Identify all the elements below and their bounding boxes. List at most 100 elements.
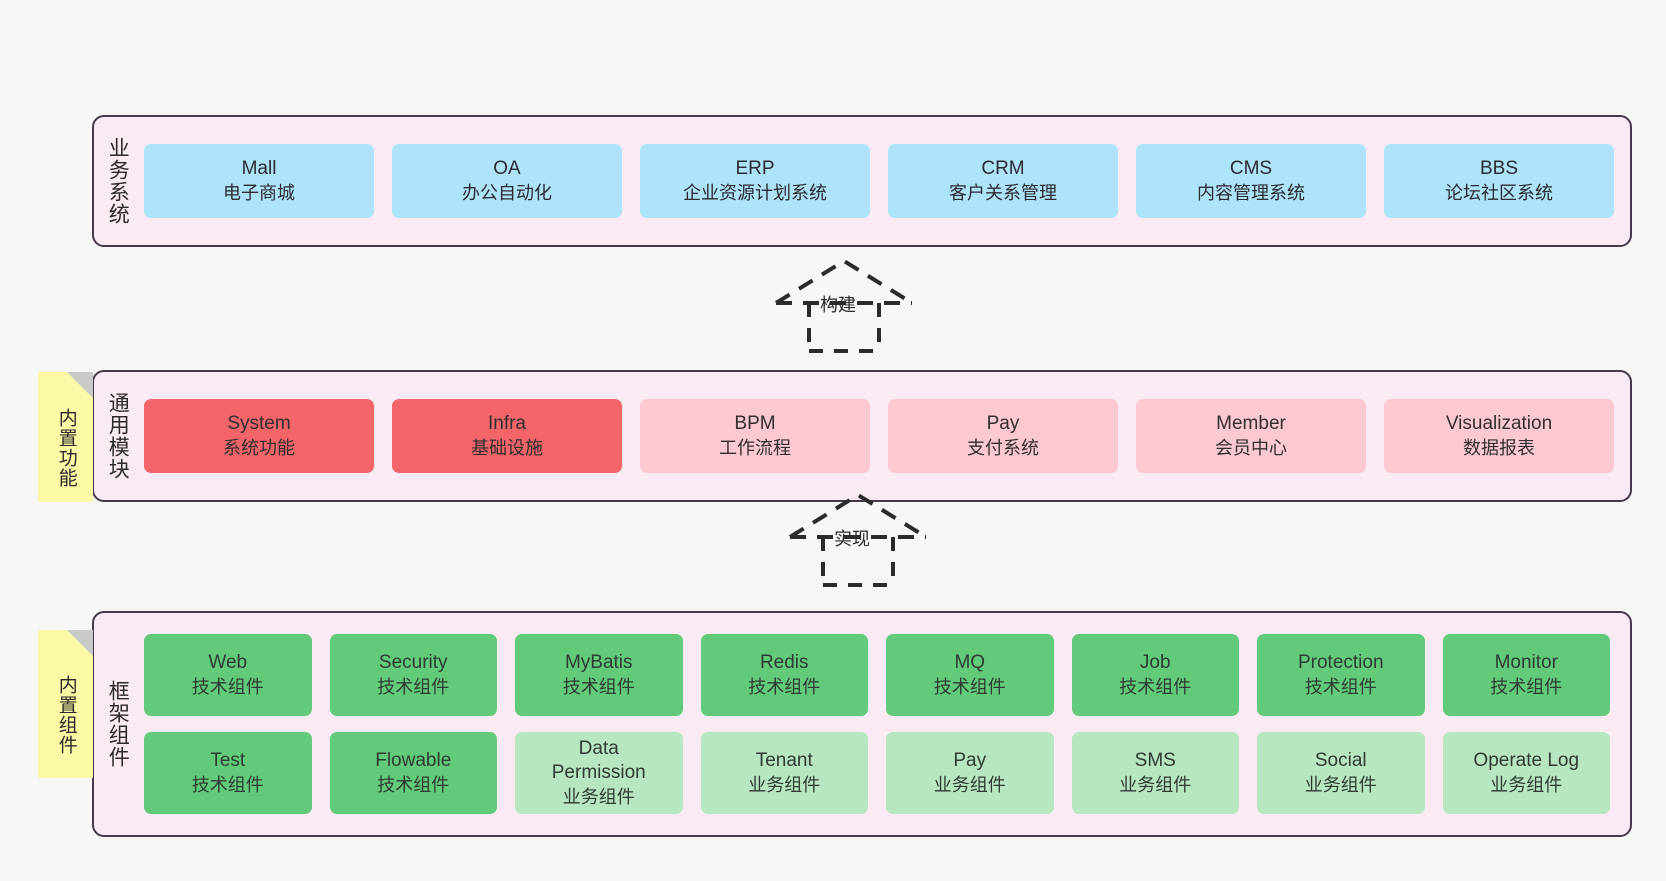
sticky-note-builtin-features: 内置功能: [38, 372, 93, 502]
module-name: System: [227, 413, 291, 435]
module-desc: 系统功能: [223, 437, 295, 458]
module-name: Pay: [986, 413, 1020, 435]
layer-title-common-modules: 通用模块: [106, 392, 130, 480]
module-box-erp[interactable]: ERP 企业资源计划系统: [640, 144, 870, 218]
module-name: OA: [493, 158, 521, 180]
layer-body-common-modules: System 系统功能 Infra 基础设施 BPM 工作流程 Pay 支付系统…: [140, 372, 1630, 500]
component-name: Flowable: [375, 750, 452, 772]
component-box-data-permission[interactable]: Data Permission 业务组件: [515, 732, 683, 814]
module-box-bpm[interactable]: BPM 工作流程: [640, 399, 870, 473]
component-name: Test: [210, 750, 246, 772]
module-name: Mall: [241, 158, 277, 180]
page-fold-icon: [67, 630, 93, 656]
component-name: Operate Log: [1473, 750, 1580, 772]
module-box-visualization[interactable]: Visualization 数据报表: [1384, 399, 1614, 473]
module-box-infra[interactable]: Infra 基础设施: [392, 399, 622, 473]
component-name: Job: [1139, 652, 1171, 674]
module-desc: 电子商城: [223, 182, 295, 203]
component-name: Protection: [1297, 652, 1384, 674]
component-name: Social: [1314, 750, 1367, 772]
component-desc: 技术组件: [377, 676, 450, 697]
row: Test 技术组件 Flowable 技术组件 Data Permission …: [144, 732, 1610, 814]
component-box-job[interactable]: Job 技术组件: [1071, 634, 1239, 716]
component-desc: 技术组件: [191, 676, 264, 697]
component-desc: 业务组件: [562, 786, 635, 807]
component-name: SMS: [1134, 750, 1176, 772]
component-box-protection[interactable]: Protection 技术组件: [1257, 634, 1425, 716]
module-box-mall[interactable]: Mall 电子商城: [144, 144, 374, 218]
module-box-oa[interactable]: OA 办公自动化: [392, 144, 622, 218]
component-name: Monitor: [1494, 652, 1558, 674]
component-box-mq[interactable]: MQ 技术组件: [886, 634, 1054, 716]
module-name: Member: [1216, 413, 1286, 435]
component-desc: 业务组件: [933, 774, 1006, 795]
module-name: BBS: [1479, 158, 1519, 180]
module-box-bbs[interactable]: BBS 论坛社区系统: [1384, 144, 1614, 218]
module-box-pay[interactable]: Pay 支付系统: [888, 399, 1118, 473]
component-box-security[interactable]: Security 技术组件: [329, 634, 497, 716]
module-name: BPM: [734, 413, 776, 435]
component-desc: 技术组件: [1490, 676, 1563, 697]
row: Mall 电子商城 OA 办公自动化 ERP 企业资源计划系统 CRM 客户关系…: [144, 144, 1614, 218]
module-desc: 会员中心: [1215, 437, 1287, 458]
module-box-crm[interactable]: CRM 客户关系管理: [888, 144, 1118, 218]
component-box-test[interactable]: Test 技术组件: [144, 732, 312, 814]
row: Web 技术组件 Security 技术组件 MyBatis 技术组件 Redi…: [144, 634, 1610, 716]
component-name: Redis: [759, 652, 809, 674]
component-name: MyBatis: [564, 652, 633, 674]
component-desc: 技术组件: [1304, 676, 1377, 697]
module-box-system[interactable]: System 系统功能: [144, 399, 374, 473]
module-name: CMS: [1229, 158, 1273, 180]
row: System 系统功能 Infra 基础设施 BPM 工作流程 Pay 支付系统…: [144, 399, 1614, 473]
page-fold-icon: [67, 372, 93, 398]
component-box-tenant[interactable]: Tenant 业务组件: [700, 732, 868, 814]
component-box-flowable[interactable]: Flowable 技术组件: [329, 732, 497, 814]
connector-label-build: 构建: [820, 295, 856, 315]
component-desc: 业务组件: [1119, 774, 1192, 795]
component-name: MQ: [954, 652, 986, 674]
component-box-sms[interactable]: SMS 业务组件: [1071, 732, 1239, 814]
connector-implement: 实现: [766, 487, 966, 587]
module-box-member[interactable]: Member 会员中心: [1136, 399, 1366, 473]
component-box-operate-log[interactable]: Operate Log 业务组件: [1442, 732, 1610, 814]
layer-common-modules: 通用模块 System 系统功能 Infra 基础设施 BPM 工作流程 Pay…: [92, 370, 1632, 502]
component-name: Tenant: [755, 750, 813, 772]
module-desc: 论坛社区系统: [1445, 182, 1553, 203]
module-desc: 办公自动化: [462, 182, 552, 203]
component-desc: 业务组件: [748, 774, 821, 795]
layer-body-framework-components: Web 技术组件 Security 技术组件 MyBatis 技术组件 Redi…: [140, 613, 1630, 835]
module-desc: 基础设施: [471, 437, 543, 458]
sticky-note-label: 内置功能: [55, 408, 77, 488]
sticky-note-builtin-components: 内置组件: [38, 630, 93, 778]
component-name: Pay: [953, 750, 987, 772]
component-desc: 技术组件: [933, 676, 1006, 697]
realization-arrow-icon: [774, 258, 914, 353]
component-box-web[interactable]: Web 技术组件: [144, 634, 312, 716]
module-box-cms[interactable]: CMS 内容管理系统: [1136, 144, 1366, 218]
module-desc: 企业资源计划系统: [683, 182, 827, 203]
module-name: Visualization: [1445, 413, 1553, 435]
component-desc: 技术组件: [562, 676, 635, 697]
layer-framework-components: 框架组件 Web 技术组件 Security 技术组件 MyBatis 技术组件…: [92, 611, 1632, 837]
component-name: Data Permission: [551, 738, 646, 784]
module-desc: 数据报表: [1463, 437, 1535, 458]
component-box-social[interactable]: Social 业务组件: [1257, 732, 1425, 814]
module-desc: 工作流程: [719, 437, 791, 458]
component-box-monitor[interactable]: Monitor 技术组件: [1442, 634, 1610, 716]
component-desc: 业务组件: [1490, 774, 1563, 795]
connector-label-implement: 实现: [834, 529, 870, 549]
component-box-pay[interactable]: Pay 业务组件: [886, 732, 1054, 814]
component-box-redis[interactable]: Redis 技术组件: [700, 634, 868, 716]
layer-title-framework-components: 框架组件: [106, 680, 130, 768]
component-box-mybatis[interactable]: MyBatis 技术组件: [515, 634, 683, 716]
sticky-note-label: 内置组件: [55, 675, 77, 755]
component-desc: 业务组件: [1304, 774, 1377, 795]
module-desc: 客户关系管理: [949, 182, 1057, 203]
realization-arrow-icon: [788, 492, 928, 587]
module-name: ERP: [735, 158, 775, 180]
layer-body-business-systems: Mall 电子商城 OA 办公自动化 ERP 企业资源计划系统 CRM 客户关系…: [140, 117, 1630, 245]
module-desc: 内容管理系统: [1197, 182, 1305, 203]
component-desc: 技术组件: [748, 676, 821, 697]
component-desc: 技术组件: [1119, 676, 1192, 697]
